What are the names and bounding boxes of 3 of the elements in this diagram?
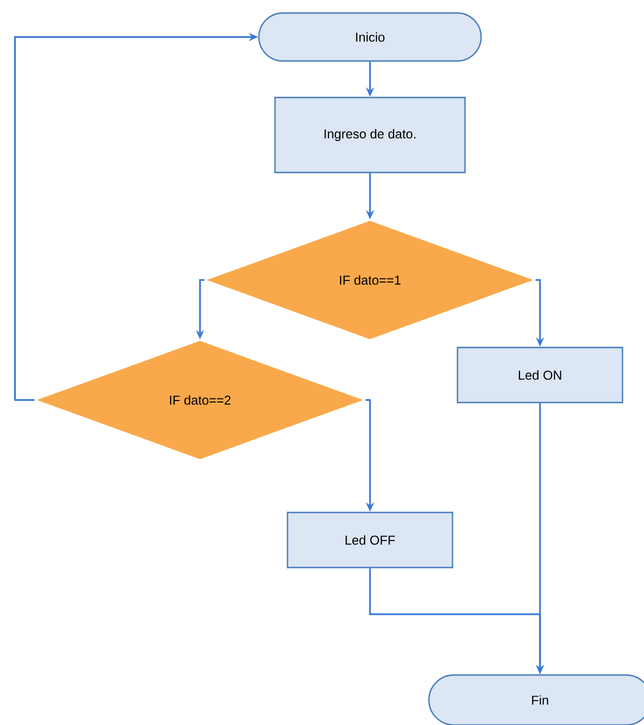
process-box: Ingreso de dato. xyxy=(274,96,466,174)
process-box: Led OFF xyxy=(286,512,454,568)
process-box: Led ON xyxy=(456,346,624,404)
